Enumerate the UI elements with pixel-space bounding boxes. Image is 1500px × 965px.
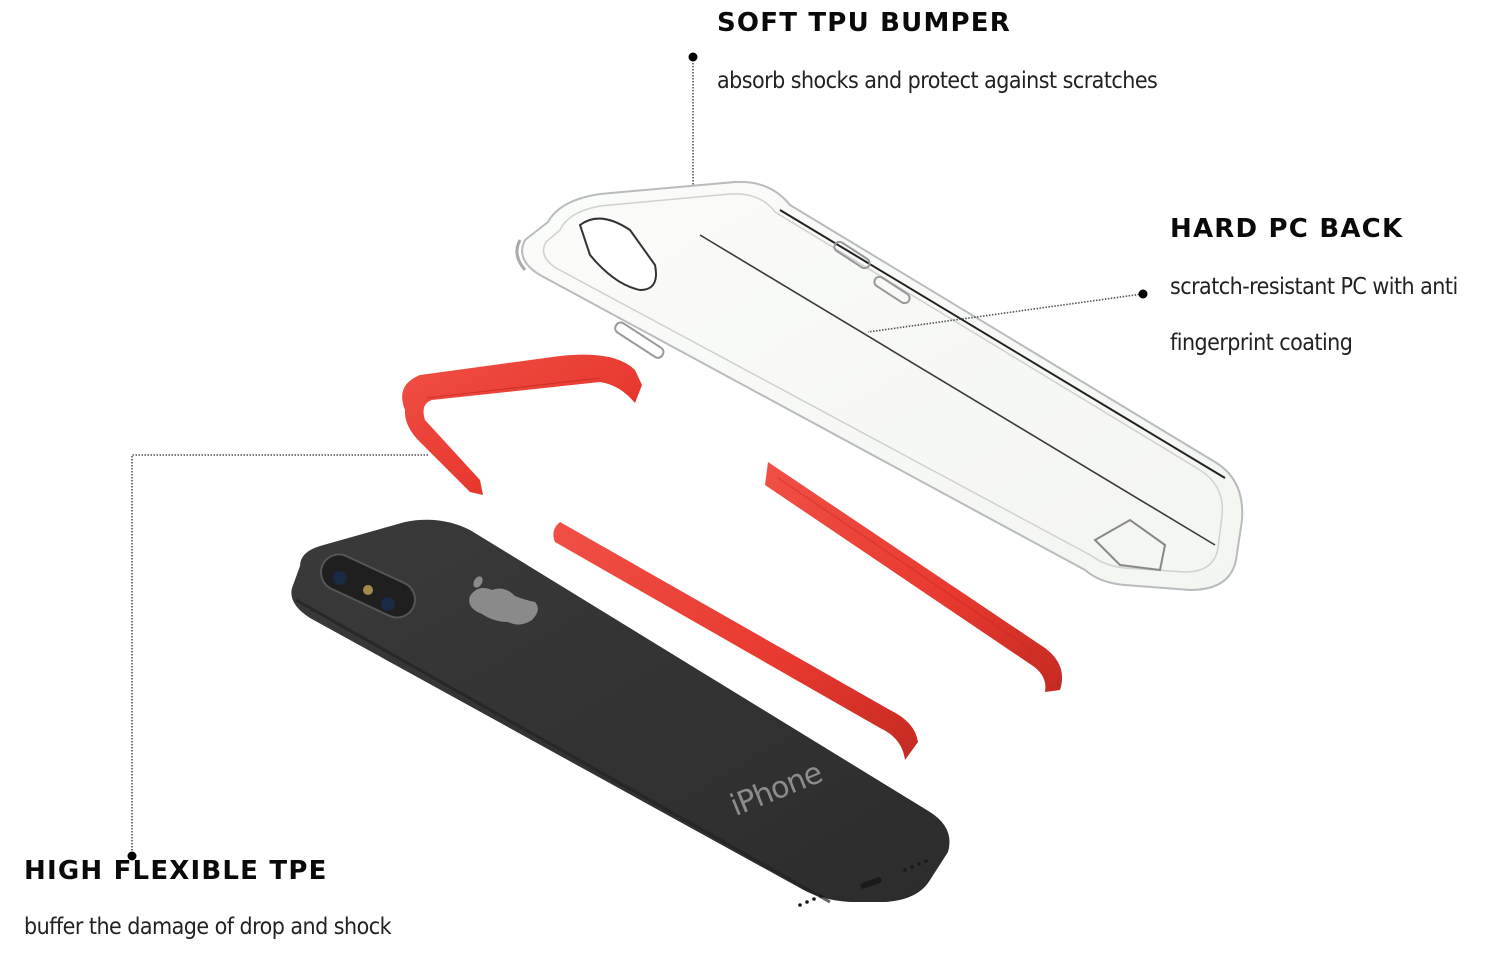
tpe-bumper-left [553,522,918,760]
callout-description-line2: fingerprint coating [1170,330,1353,356]
callout-description-line1: scratch-resistant PC with anti [1170,274,1458,300]
callout-hard-pc-back: HARD PC BACK scratch-resistant PC with a… [1170,214,1458,356]
leader-lines [131,57,1143,855]
tpe-bumper-top [402,354,642,495]
callout-description: buffer the damage of drop and shock [24,914,392,940]
callout-soft-tpu-bumper: SOFT TPU BUMPER absorb shocks and protec… [717,8,1158,94]
callout-title: HIGH FLEXIBLE TPE [24,856,328,886]
dual-camera-icon [319,553,417,619]
clear-case [515,180,1244,592]
callout-high-flexible-tpe: HIGH FLEXIBLE TPE buffer the damage of d… [24,856,392,940]
tpe-bumper-right [765,462,1063,692]
callout-title: HARD PC BACK [1170,214,1404,244]
phone [291,519,950,907]
callout-description: absorb shocks and protect against scratc… [717,68,1158,94]
apple-logo-icon [469,576,538,625]
callout-title: SOFT TPU BUMPER [717,8,1011,38]
